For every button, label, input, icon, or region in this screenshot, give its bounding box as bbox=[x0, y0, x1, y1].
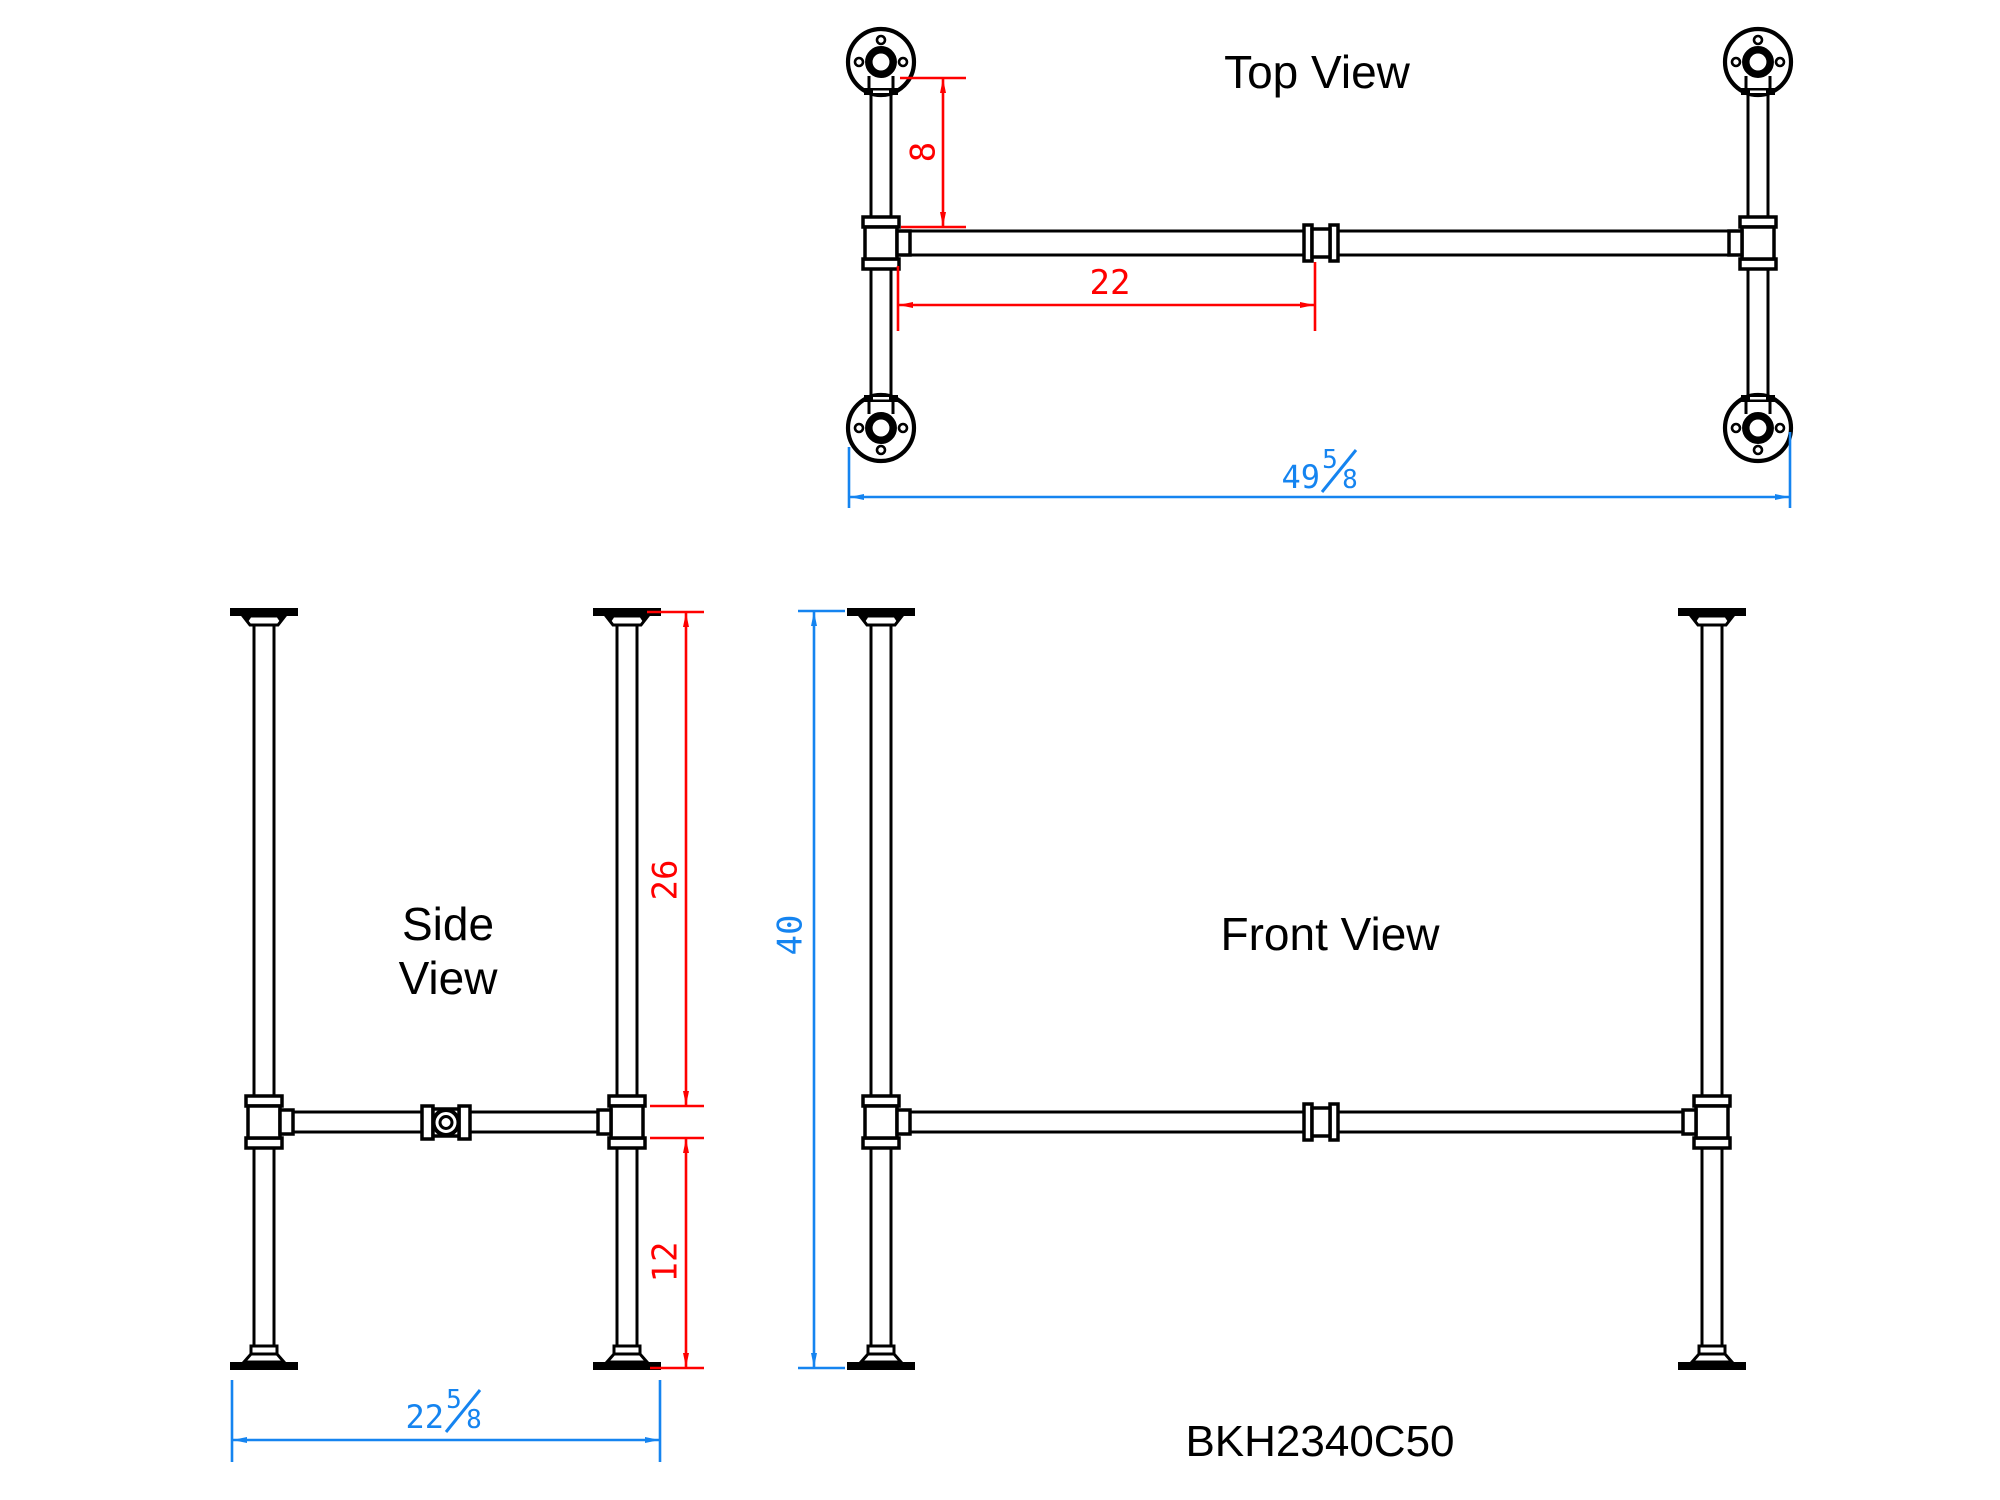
dimension-side-lower-height: 12 bbox=[646, 1136, 704, 1370]
tee-fitting-side-right bbox=[596, 1094, 647, 1150]
flange-top-front-left bbox=[845, 606, 917, 627]
leg-pipe-side-left bbox=[252, 625, 276, 1346]
front-view: Front View bbox=[771, 606, 1748, 1466]
flange-top-side-left bbox=[228, 606, 300, 627]
tee-fitting-front-left bbox=[861, 1094, 912, 1150]
dim-value-side-depth-whole: 22 bbox=[405, 1398, 444, 1436]
leg-pipe-front-right bbox=[1700, 625, 1724, 1346]
rail-pipe-top bbox=[910, 229, 1729, 257]
top-view: Top View bbox=[848, 29, 1791, 508]
top-view-title: Top View bbox=[1224, 46, 1411, 98]
dimension-top-overall-width: 49 5 8 bbox=[847, 432, 1792, 508]
center-tee-fitting-side bbox=[420, 1104, 472, 1141]
dimension-top-rail-segment: 22 bbox=[896, 262, 1317, 331]
leg-pipe-top-right bbox=[1746, 93, 1770, 396]
rail-pipe-front bbox=[910, 1110, 1683, 1134]
foot-flange-side-left bbox=[228, 1344, 300, 1372]
part-number: BKH2340C50 bbox=[1185, 1417, 1454, 1466]
foot-flange-side-right bbox=[591, 1344, 663, 1372]
dimension-top-leg-inset: 8 bbox=[900, 76, 966, 229]
tee-fitting-front-right bbox=[1681, 1094, 1732, 1150]
coupling-fitting-top bbox=[1302, 223, 1340, 263]
flange-plan-top-left bbox=[848, 29, 914, 95]
tee-fitting-top-right bbox=[1727, 215, 1778, 271]
dimension-side-upper-height: 26 bbox=[646, 610, 704, 1108]
dim-value-top-overall-whole: 49 bbox=[1281, 458, 1320, 496]
flange-plan-top-right bbox=[1725, 29, 1791, 95]
coupling-fitting-front bbox=[1302, 1102, 1340, 1142]
dim-value-side-depth-denominator: 8 bbox=[466, 1405, 482, 1435]
dim-value-side-lower-height: 12 bbox=[646, 1242, 686, 1283]
dimension-front-height: 40 bbox=[771, 609, 845, 1370]
dimension-side-depth: 22 5 8 bbox=[230, 1380, 662, 1462]
flange-top-front-right bbox=[1676, 606, 1748, 627]
leg-pipe-side-right bbox=[615, 625, 639, 1346]
foot-flange-front-right bbox=[1676, 1344, 1748, 1372]
leg-pipe-front-left bbox=[869, 625, 893, 1346]
flange-plan-bottom-right bbox=[1725, 395, 1791, 461]
crossbar-pipe-side bbox=[293, 1110, 598, 1134]
side-view-title-line1: Side bbox=[402, 898, 494, 950]
side-view: Side View bbox=[228, 606, 704, 1462]
dim-value-top-overall-numerator: 5 bbox=[1322, 445, 1338, 475]
dim-value-top-leg-inset: 8 bbox=[904, 142, 944, 162]
leg-pipe-top-left bbox=[869, 93, 893, 396]
flange-plan-bottom-left bbox=[848, 395, 914, 461]
dim-value-side-upper-height: 26 bbox=[646, 860, 686, 901]
foot-flange-front-left bbox=[845, 1344, 917, 1372]
front-view-title: Front View bbox=[1220, 908, 1440, 960]
dim-value-top-rail-segment: 22 bbox=[1090, 263, 1131, 303]
flange-top-side-right bbox=[591, 606, 663, 627]
dim-value-top-overall-denominator: 8 bbox=[1342, 465, 1358, 495]
side-view-title-line2: View bbox=[399, 952, 499, 1004]
tee-fitting-top-left bbox=[861, 215, 912, 271]
tee-fitting-side-left bbox=[244, 1094, 295, 1150]
dim-value-side-depth-numerator: 5 bbox=[446, 1385, 462, 1415]
dim-value-front-height: 40 bbox=[771, 915, 811, 956]
